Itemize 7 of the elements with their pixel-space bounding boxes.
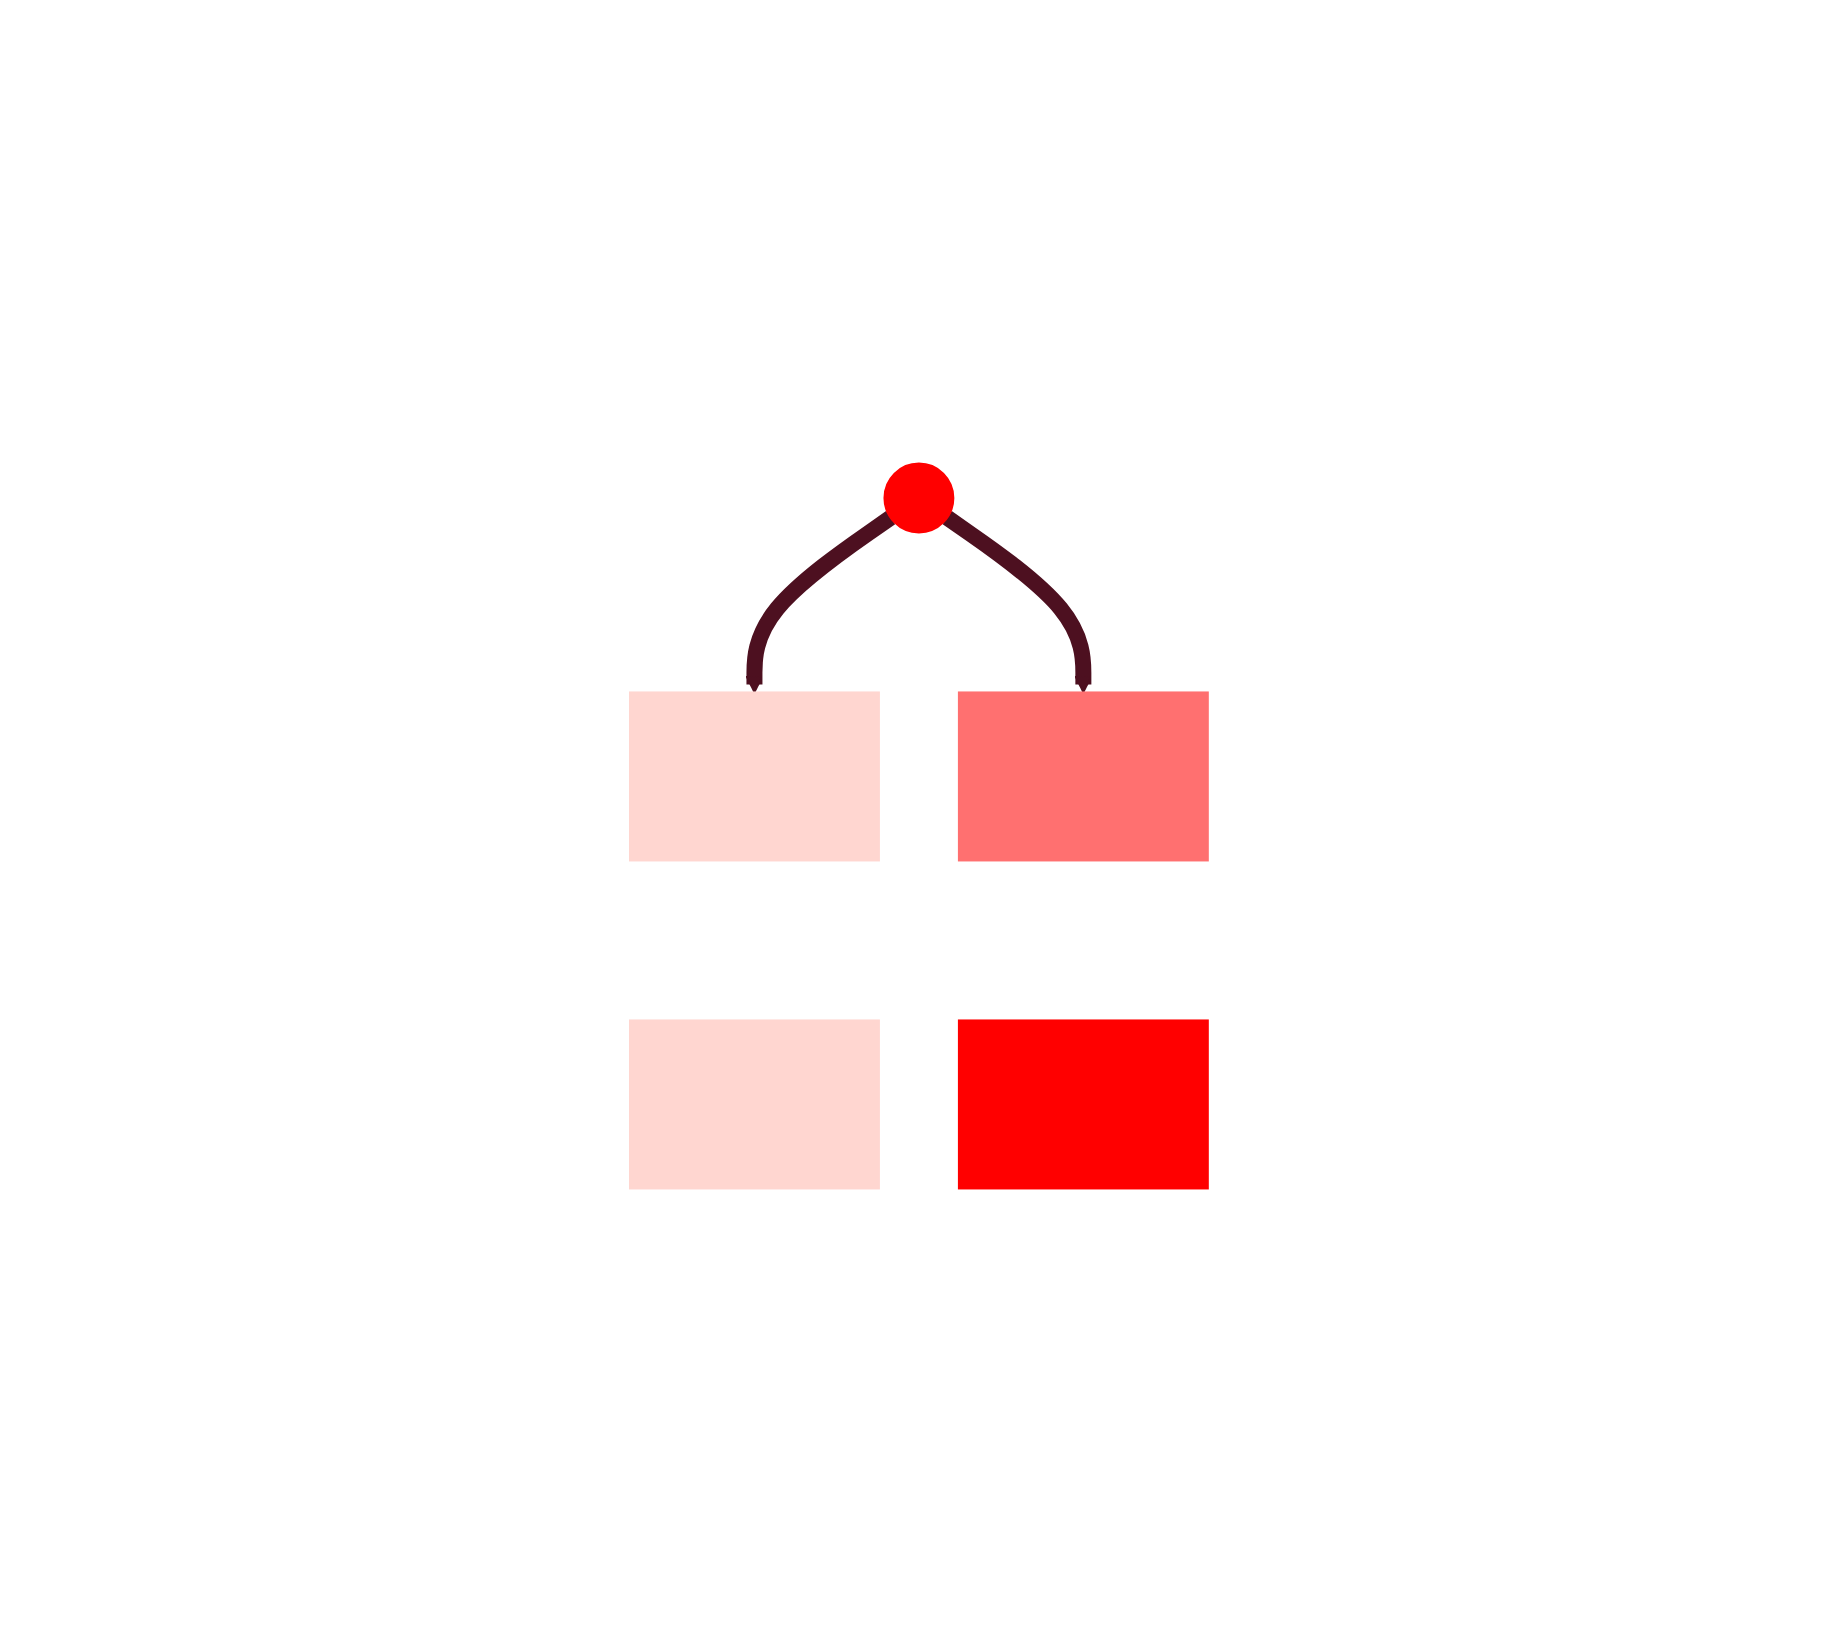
arrow (745, 511, 896, 694)
node-box (958, 1019, 1209, 1190)
arrow (942, 511, 1093, 694)
node-box (629, 691, 880, 862)
node-box (958, 691, 1209, 862)
node-circle (883, 462, 955, 534)
node-box (629, 1019, 880, 1190)
